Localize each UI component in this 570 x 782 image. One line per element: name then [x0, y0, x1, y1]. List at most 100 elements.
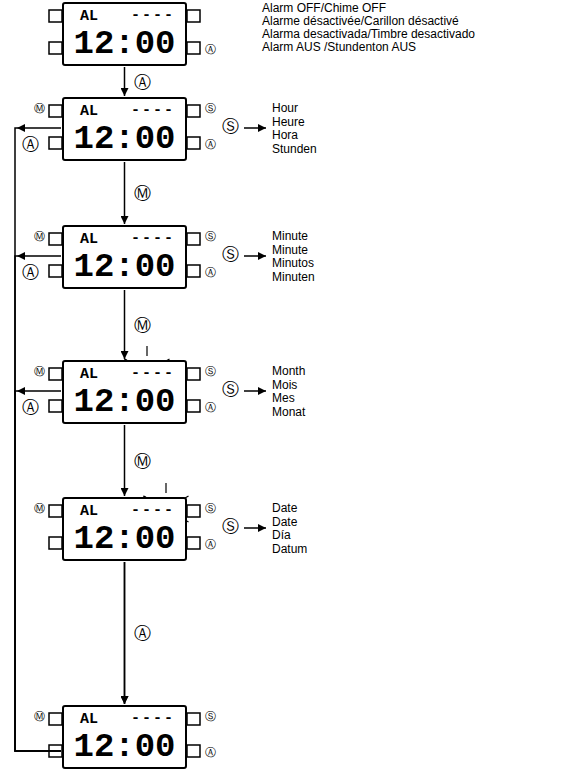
mode-text: Alarm OFF/Chime OFF	[262, 2, 386, 15]
button-label: Ⓐ	[205, 402, 216, 414]
connector-line	[124, 290, 126, 359]
mode-text: Datum	[272, 543, 307, 556]
button-label: Ⓢ	[205, 503, 216, 515]
button-label: Ⓐ	[205, 139, 216, 151]
mode-indicator: AL	[80, 104, 98, 119]
time-digits: 12:00	[64, 385, 185, 419]
watch-button	[187, 10, 200, 22]
flow-arrow	[15, 252, 61, 751]
mode-text: Alarma desactivada/Timbre desactivado	[262, 28, 475, 41]
connector-line	[15, 256, 61, 751]
mode-indicator: AL	[80, 504, 98, 519]
button-label: Ⓢ	[205, 103, 216, 115]
mode-text: Minuten	[272, 271, 315, 284]
button-label: Ⓐ	[205, 44, 216, 56]
date-digits: ----	[131, 231, 175, 246]
watch-button	[187, 42, 200, 54]
mode-text: Date	[272, 502, 297, 515]
mode-text: Mois	[272, 379, 297, 392]
time-digits: 12:00	[64, 730, 185, 764]
button-label: Ⓐ	[205, 267, 216, 279]
arrow-head	[17, 387, 25, 395]
flow-arrow	[124, 562, 125, 704]
mode-text: Stunden	[272, 143, 317, 156]
connector-line	[124, 162, 126, 224]
mode-text: Heure	[272, 116, 305, 129]
result-arrow	[244, 527, 266, 529]
result-arrow	[244, 390, 266, 392]
button-label: Ⓐ	[21, 263, 40, 282]
button-label: Ⓢ	[222, 380, 239, 399]
flow-arrow	[124, 562, 125, 704]
date-digits: ----	[131, 103, 175, 118]
watch-button	[187, 233, 200, 245]
watch-button	[49, 368, 62, 380]
button-label: Ⓜ	[133, 316, 152, 335]
connector-line	[124, 425, 126, 496]
mode-text: Minute	[272, 230, 308, 243]
mode-text: Monat	[272, 406, 305, 419]
time-digits: 12:00	[64, 522, 185, 556]
flow-arrow	[124, 425, 125, 496]
mode-indicator: AL	[80, 367, 98, 382]
connector-line	[15, 391, 61, 751]
date-digits: ----	[131, 503, 175, 518]
time-digits: 12:00	[64, 250, 185, 284]
button-label: Ⓜ	[34, 503, 45, 515]
mode-indicator: AL	[80, 9, 98, 24]
date-digits: ----	[131, 711, 175, 726]
watch-button	[187, 505, 200, 517]
lcd-screen: AL----12:00	[62, 97, 187, 161]
date-digits: ----	[131, 8, 175, 23]
watch-button	[187, 368, 200, 380]
connector-line	[124, 67, 126, 96]
arrow-head	[17, 252, 25, 260]
button-label: Ⓢ	[205, 711, 216, 723]
button-label: Ⓐ	[133, 624, 152, 643]
connector-line	[124, 562, 126, 704]
watch-button	[49, 400, 62, 412]
lcd-screen: AL ---- 12:00	[62, 360, 187, 424]
mode-text: Día	[272, 529, 291, 542]
button-label: Ⓢ	[222, 245, 239, 264]
button-label: Ⓐ	[205, 539, 216, 551]
watch-button	[49, 233, 62, 245]
mode-text: Hour	[272, 102, 298, 115]
button-label: Ⓜ	[34, 366, 45, 378]
flow-arrow	[15, 124, 61, 751]
watch-button	[49, 537, 62, 549]
flow-arrow	[124, 290, 125, 359]
mode-text: Hora	[272, 129, 298, 142]
button-label: Ⓢ	[205, 366, 216, 378]
mode-text: Mes	[272, 392, 295, 405]
button-label: Ⓐ	[133, 73, 152, 92]
mode-indicator: AL	[80, 232, 98, 247]
lcd-screen: AL ---- 12:00	[62, 2, 187, 66]
button-label: Ⓜ	[34, 711, 45, 723]
lcd-screen: AL ---- 12:00	[62, 705, 187, 769]
mode-text: Date	[272, 516, 297, 529]
watch-button	[187, 745, 200, 757]
button-label: Ⓢ	[222, 117, 239, 136]
result-arrow	[244, 127, 266, 129]
mode-text: Alarm AUS /Stundenton AUS	[262, 41, 416, 54]
button-label: Ⓜ	[133, 184, 152, 203]
button-label: Ⓐ	[205, 747, 216, 759]
connector-line	[124, 562, 126, 704]
watch-button	[49, 713, 62, 725]
watch-button	[187, 105, 200, 117]
flow-arrow	[124, 67, 125, 96]
watch-button	[49, 105, 62, 117]
time-digits: 12:00	[64, 27, 185, 61]
result-arrow	[244, 255, 266, 257]
watch-button	[187, 265, 200, 277]
flash-ray	[146, 346, 147, 356]
lcd-screen: AL ---- 12:00	[62, 225, 187, 289]
watch-button	[49, 505, 62, 517]
watch-button	[49, 10, 62, 22]
button-label: Ⓜ	[34, 231, 45, 243]
watch-button	[187, 137, 200, 149]
date-digits: ----	[131, 366, 175, 381]
mode-indicator: AL	[80, 712, 98, 727]
